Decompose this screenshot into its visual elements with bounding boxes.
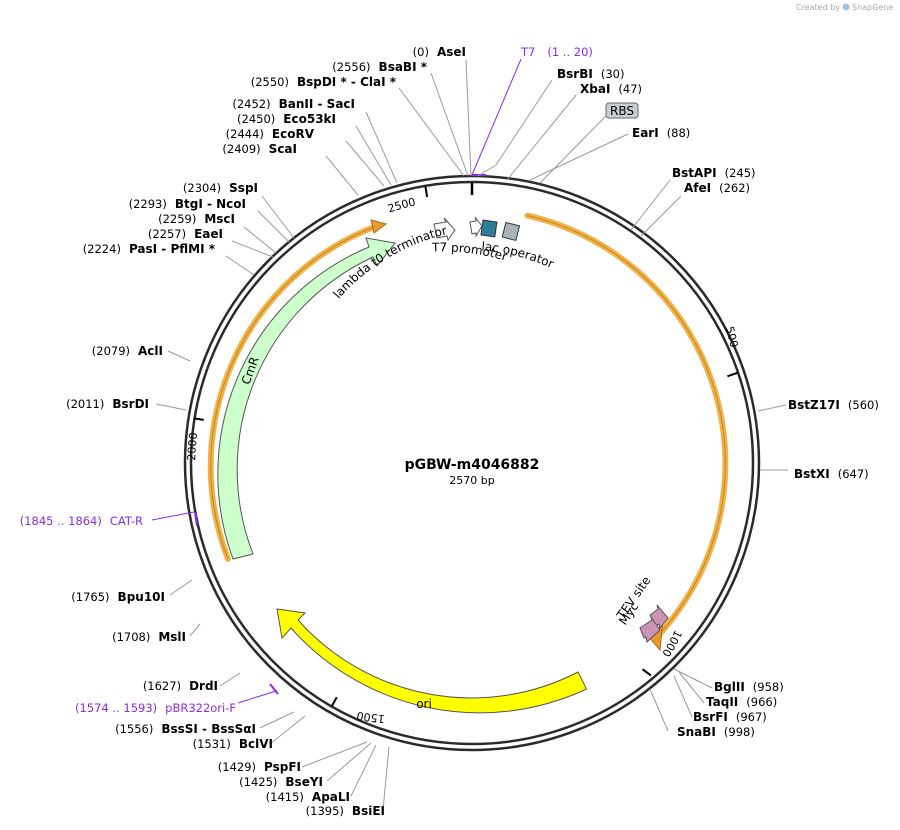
enzyme-label-apali[interactable]: (1415)ApaLI <box>266 790 350 804</box>
tick-label-1500: 1500 <box>356 709 386 726</box>
orf-right-arc <box>524 212 729 652</box>
tick-label-500: 500 <box>723 325 741 349</box>
enzyme-labels: (0)AseI (2556)BsaBI * (2550)BspDI * - Cl… <box>66 45 879 818</box>
enzyme-label-eco53ki[interactable]: (2450)Eco53kI <box>237 112 336 126</box>
enzyme-label-bstxi[interactable]: BstXI(647) <box>794 467 869 481</box>
orf-left-arc <box>207 219 388 562</box>
primer-label-cat-r[interactable]: (1845 .. 1864)CAT-R <box>20 514 143 528</box>
enzyme-label-xbai[interactable]: XbaI(47) <box>580 82 642 96</box>
plasmid-length: 2570 bp <box>449 474 494 487</box>
enzyme-label-banii-saci[interactable]: (2452)BanII - SacI <box>232 97 355 111</box>
cmr-feature: CmR <box>217 237 396 560</box>
snapgene-brand: SnapGene <box>852 3 893 12</box>
enzyme-label-drdi[interactable]: (1627)DrdI <box>143 679 218 693</box>
enzyme-label-sspi[interactable]: (2304)SspI <box>183 181 258 195</box>
tick-label-2000: 2000 <box>185 432 200 461</box>
enzyme-connectors <box>155 59 788 811</box>
enzyme-label-bspdi-clai[interactable]: (2550)BspDI * - ClaI * <box>251 75 397 89</box>
enzyme-label-msli[interactable]: (1708)MslI <box>112 630 186 644</box>
rbs-feature: RBS <box>539 102 639 184</box>
primer-label-pbr322ori-f[interactable]: (1574 .. 1593)pBR322ori-F <box>75 701 236 715</box>
enzyme-label-taqii[interactable]: TaqII(966) <box>706 695 777 709</box>
enzyme-label-asei[interactable]: (0)AseI <box>413 45 466 59</box>
enzyme-label-bsabi[interactable]: (2556)BsaBI * <box>332 60 427 74</box>
enzyme-label-bclvi[interactable]: (1531)BclVI <box>193 737 273 751</box>
enzyme-label-bsrdi[interactable]: (2011)BsrDI <box>66 397 149 411</box>
primer-label-t7[interactable]: T7(1 .. 20) <box>520 45 593 59</box>
tick-label-2500: 2500 <box>386 195 417 215</box>
enzyme-label-eari[interactable]: EarI(88) <box>632 126 690 140</box>
enzyme-label-bstapi[interactable]: BstAPI(245) <box>672 166 756 180</box>
enzyme-label-pasi-pflmi[interactable]: (2224)PasI - PflMI * <box>83 242 216 256</box>
enzyme-label-afei[interactable]: AfeI(262) <box>684 181 750 195</box>
enzyme-label-bstz17i[interactable]: BstZ17I(560) <box>788 398 879 412</box>
ori-label: ori <box>416 697 432 711</box>
enzyme-label-bsrbi[interactable]: BsrBI(30) <box>557 67 624 81</box>
enzyme-label-pspfi[interactable]: (1429)PspFI <box>218 760 301 774</box>
rbs-label: RBS <box>610 104 634 118</box>
ori-feature: ori <box>276 608 588 714</box>
enzyme-label-bsrfi[interactable]: BsrFI(967) <box>693 710 767 724</box>
snapgene-logo: SnapGene <box>842 3 893 12</box>
created-by-credit: Created by <box>796 3 840 12</box>
lac-operator-feature: lac operator <box>480 219 556 271</box>
enzyme-label-ecorv[interactable]: (2444)EcoRV <box>226 127 315 141</box>
enzyme-label-bsiei[interactable]: (1395)BsiEI <box>306 804 385 818</box>
enzyme-label-bseyi[interactable]: (1425)BseYI <box>239 775 323 789</box>
enzyme-label-snabi[interactable]: SnaBI(998) <box>677 725 755 739</box>
plasmid-name: pGBW-m4046882 <box>405 457 540 473</box>
enzyme-label-btgi-ncoi[interactable]: (2293)BtgI - NcoI <box>129 197 246 211</box>
primer-labels: T7(1 .. 20) (1845 .. 1864)CAT-R (1574 ..… <box>20 45 593 715</box>
enzyme-label-bglii[interactable]: BglII(958) <box>714 680 784 694</box>
primer-marks <box>151 58 522 704</box>
enzyme-label-acli[interactable]: (2079)AclI <box>92 344 163 358</box>
enzyme-label-bsssi[interactable]: (1556)BssSI - BssSαI <box>115 722 256 736</box>
enzyme-label-scai[interactable]: (2409)ScaI <box>222 142 297 156</box>
enzyme-label-msci[interactable]: (2259)MscI <box>158 212 235 226</box>
enzyme-label-eaei[interactable]: (2257)EaeI <box>148 227 223 241</box>
enzyme-label-bpu10i[interactable]: (1765)Bpu10I <box>71 590 165 604</box>
